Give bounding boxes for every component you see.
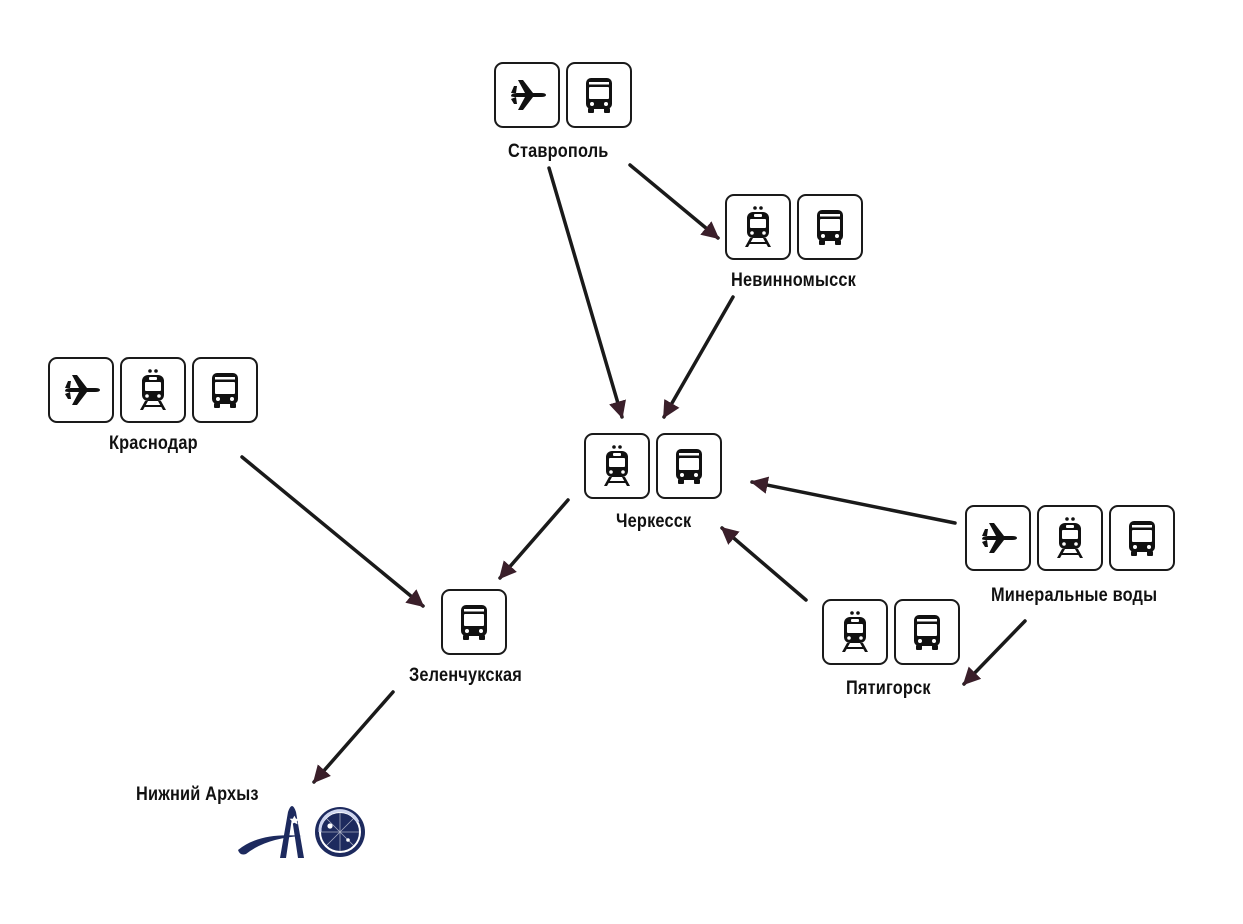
transport-icons	[965, 505, 1175, 571]
bus-icon	[797, 194, 863, 260]
train-icon	[822, 599, 888, 665]
transport-icons	[494, 62, 632, 128]
node-zelenchukskaya	[441, 589, 507, 655]
node-krasnodar	[48, 357, 258, 423]
route-cherkessk-zelenchukskaya	[498, 498, 570, 580]
route-krasnodar-zelenchukskaya	[240, 455, 425, 608]
node-pyatigorsk	[822, 599, 960, 665]
route-mineralnye-vody-cherkessk	[750, 476, 957, 525]
observatory-logo-icon	[238, 806, 365, 858]
bus-icon	[894, 599, 960, 665]
train-icon	[584, 433, 650, 499]
node-cherkessk	[584, 433, 722, 499]
city-label-cherkessk: Черкесск	[616, 511, 692, 532]
transport-icons	[441, 589, 507, 655]
plane-icon	[965, 505, 1031, 571]
train-icon	[1037, 505, 1103, 571]
train-icon	[120, 357, 186, 423]
transport-icons	[822, 599, 960, 665]
route-zelenchukskaya-nizhny-arkhyz	[312, 690, 395, 784]
city-label-krasnodar: Краснодар	[109, 433, 198, 454]
route-stavropol-nevinnomyssk	[628, 163, 720, 240]
city-label-nevinnomyssk: Невинномысск	[731, 270, 856, 291]
route-pyatigorsk-cherkessk	[720, 526, 808, 602]
node-stavropol	[494, 62, 632, 128]
city-label-nizhny-arkhyz: Нижний Архыз	[136, 784, 259, 805]
plane-icon	[494, 62, 560, 128]
transport-icons	[584, 433, 722, 499]
bus-icon	[192, 357, 258, 423]
route-nevinnomyssk-cherkessk	[662, 295, 735, 419]
bus-icon	[1109, 505, 1175, 571]
city-label-mineralnye-vody: Минеральные воды	[991, 585, 1158, 606]
bus-icon	[656, 433, 722, 499]
transport-icons	[48, 357, 258, 423]
node-mineralnye-vody	[965, 505, 1175, 571]
city-label-zelenchukskaya: Зеленчукская	[409, 665, 522, 686]
city-label-stavropol: Ставрополь	[508, 141, 609, 162]
bus-icon	[566, 62, 632, 128]
bus-icon	[441, 589, 507, 655]
plane-icon	[48, 357, 114, 423]
transport-icons	[725, 194, 863, 260]
train-icon	[725, 194, 791, 260]
city-label-pyatigorsk: Пятигорск	[846, 678, 931, 699]
route-mineralnye-vody-pyatigorsk	[962, 619, 1027, 686]
route-stavropol-cherkessk	[547, 166, 626, 419]
node-nevinnomyssk	[725, 194, 863, 260]
